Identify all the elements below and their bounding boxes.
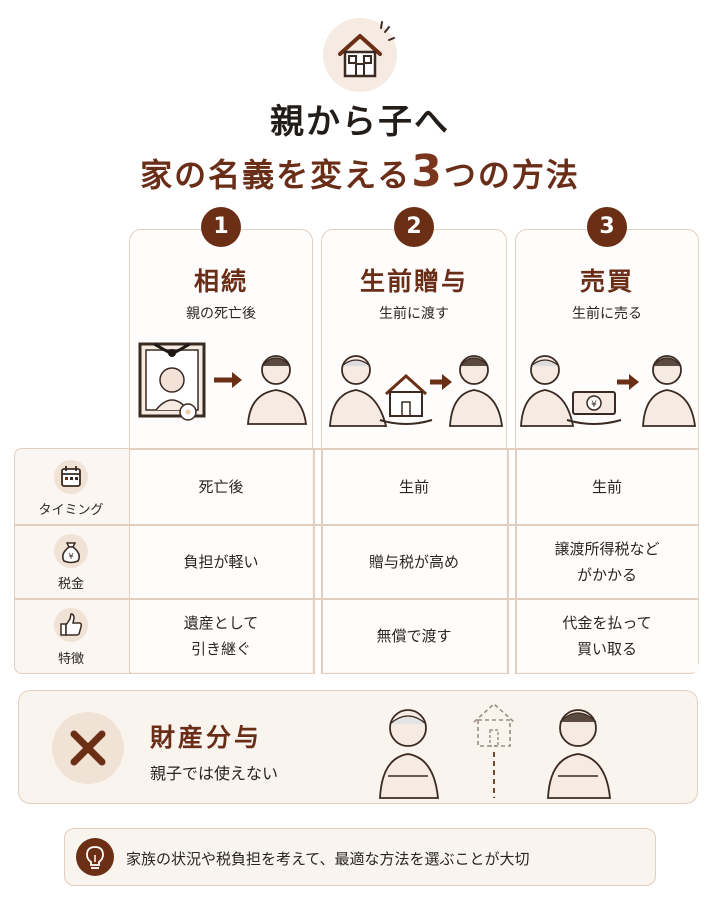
method-subtitle-1: 親の死亡後 <box>186 306 256 322</box>
parent-person-icon <box>329 355 388 427</box>
subtitle-pre: 家の名義を変える <box>140 156 412 194</box>
parent-person-icon <box>379 709 439 799</box>
cell-inheritance-feature: 遺産として 引き継ぐ <box>183 614 259 658</box>
subtitle-post: つの方法 <box>443 156 580 194</box>
child-person-icon <box>449 355 504 427</box>
header-logo <box>323 18 397 92</box>
x-mark-icon <box>52 712 124 784</box>
house-icon <box>379 373 433 425</box>
calendar-icon <box>54 460 88 494</box>
cell-gift-feature: 無償で渡す <box>376 627 452 645</box>
method-title-2: 生前贈与 <box>359 267 468 296</box>
method-subtitle-3: 生前に売る <box>572 306 642 322</box>
svg-text:¥: ¥ <box>68 552 73 561</box>
table-col-bg <box>130 449 312 672</box>
child-person-icon <box>642 355 697 427</box>
cell-sale-timing: 生前 <box>591 478 622 496</box>
parent-person-icon <box>520 355 575 427</box>
cell-inheritance-timing: 死亡後 <box>198 478 244 496</box>
page-title: 親から子へ <box>270 102 450 142</box>
table-divider <box>129 598 699 600</box>
cell-sale-tax: 譲渡所得税など がかかる <box>554 540 660 584</box>
table-gap <box>313 448 321 674</box>
illustration-sale: ¥ <box>520 355 697 427</box>
row-label-tax: 税金 <box>57 577 84 592</box>
table-col-bg <box>516 449 698 672</box>
tip-text: 家族の状況や税負担を考えて、最適な方法を選ぶことが大切 <box>126 850 530 868</box>
method-number-1: 1 <box>201 207 241 247</box>
method-title-3: 売買 <box>579 267 634 296</box>
table-col-divider <box>507 448 509 674</box>
table-divider <box>129 448 699 450</box>
funeral-portrait-icon <box>138 342 206 421</box>
lightbulb-icon <box>76 838 114 876</box>
row-label-timing: タイミング <box>38 503 104 518</box>
money-bag-icon: ¥ <box>54 534 88 568</box>
method-number-3: 3 <box>587 207 627 247</box>
cell-gift-timing: 生前 <box>398 478 429 496</box>
page-subtitle: 家の名義を変える3つの方法 <box>0 146 720 197</box>
method-title-1: 相続 <box>193 267 248 296</box>
cell-inheritance-tax: 負担が軽い <box>183 553 259 571</box>
svg-text:¥: ¥ <box>591 400 597 410</box>
arrow-right-icon <box>442 374 452 390</box>
dashed-house-icon <box>473 702 515 798</box>
house-icon <box>338 21 395 78</box>
table-col-divider <box>313 448 315 674</box>
thumbs-up-icon <box>54 608 88 642</box>
yen-banknote-icon: ¥ <box>566 391 622 425</box>
illustration-parent-child-house <box>379 702 611 799</box>
method-subtitle-2: 生前に渡す <box>379 306 449 322</box>
child-person-icon <box>547 709 611 799</box>
cell-sale-feature: 代金を払って 買い取る <box>562 614 652 658</box>
arrow-right-icon <box>629 374 639 390</box>
table-col-divider <box>129 448 131 674</box>
illustration-gift <box>329 355 504 427</box>
arrow-right-icon <box>232 372 242 388</box>
table-divider <box>129 524 699 526</box>
table-col-divider <box>515 448 517 674</box>
illustration-inheritance <box>138 342 308 425</box>
method-number-2: 2 <box>394 207 434 247</box>
subtitle-number: 3 <box>411 146 444 197</box>
child-person-icon <box>247 355 308 425</box>
tip-box <box>64 828 656 886</box>
table-col-divider <box>321 448 323 674</box>
property-division-subtitle: 親子では使えない <box>150 764 279 783</box>
table-gap <box>507 448 515 674</box>
cell-gift-tax: 贈与税が高め <box>368 553 459 571</box>
row-label-feature: 特徴 <box>57 652 84 667</box>
property-division-title: 財産分与 <box>150 723 263 752</box>
table-col-bg <box>322 449 506 672</box>
